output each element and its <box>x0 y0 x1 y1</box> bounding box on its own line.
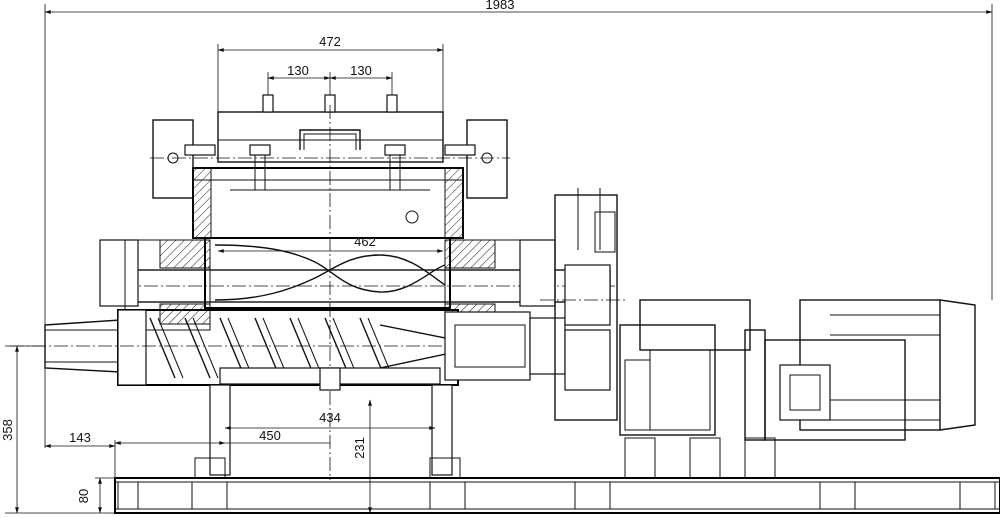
dimension-support-spacing: 450 <box>114 428 330 445</box>
label-overall-length: 1983 <box>486 0 515 12</box>
dimension-inlet-spacing: 130 130 <box>267 63 393 95</box>
label-screw-span: 434 <box>319 410 341 425</box>
hopper <box>150 94 510 480</box>
support-legs <box>194 384 776 479</box>
dimension-overall-length: 1983 <box>44 0 993 448</box>
dimension-screw-span: 434 <box>224 410 436 430</box>
label-hopper-width: 472 <box>319 34 341 49</box>
gear-housing <box>540 188 625 421</box>
dimension-hopper-width: 472 <box>217 34 444 112</box>
upper-shaft-assembly: 462 <box>99 234 615 331</box>
dimension-base-height: 80 <box>76 477 115 514</box>
gearbox <box>619 299 766 441</box>
label-axis-height: 358 <box>0 419 15 441</box>
dimension-axis-height: 358 <box>0 345 115 514</box>
label-support-spacing: 450 <box>259 428 281 443</box>
label-discharge-offset: 143 <box>69 430 91 445</box>
base-frame <box>114 477 1000 514</box>
label-shaft-height: 231 <box>352 437 367 459</box>
screw-assembly <box>10 309 600 391</box>
label-inlet-spacing-right: 130 <box>350 63 372 78</box>
label-trough-length: 462 <box>354 234 376 249</box>
label-base-height: 80 <box>76 489 91 503</box>
label-inlet-spacing-left: 130 <box>287 63 309 78</box>
motor <box>764 299 976 441</box>
dimension-shaft-height: 231 <box>352 399 372 514</box>
dimension-discharge-offset: 143 <box>44 430 116 482</box>
